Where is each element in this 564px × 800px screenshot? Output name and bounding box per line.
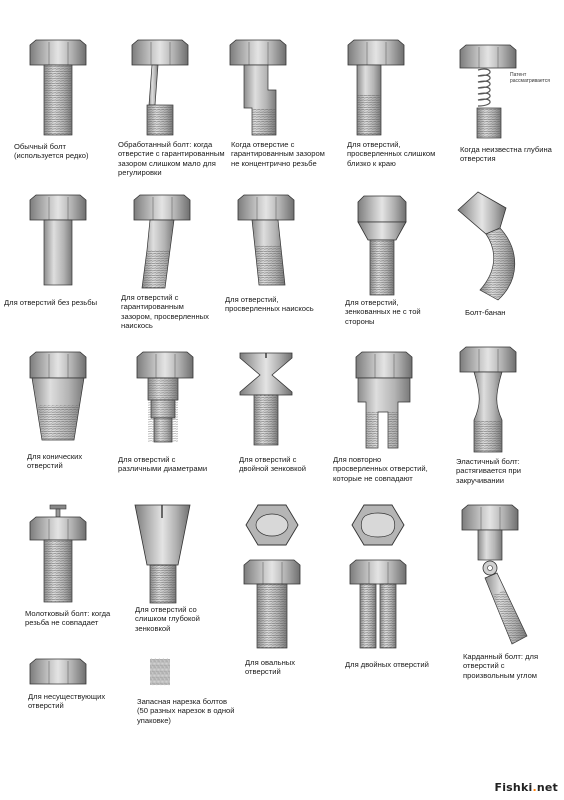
caption-spare-thread: Запасная нарезка болтов (50 разных нарез… [137,697,235,725]
caption-slanted: Для отверстий, просверленных наискось [225,295,314,314]
bolt-hammer [29,504,87,603]
bolt-no-thread [29,194,87,286]
bolt-diff-diam [136,351,194,443]
caption-oval: Для овальных отверстий [245,658,296,677]
watermark: Fishki.net [495,781,559,794]
caption-diff-diam: Для отверстий с различными диаметрами [118,455,208,474]
bolt-head-only [29,658,87,685]
watermark-dot: . [532,781,537,794]
caption-cardan: Карданный болт: для отверстий с произвол… [463,652,539,680]
caption-double: Для двойных отверстий [345,660,429,669]
caption-near-edge: Для отверстий, просверленных слишком бли… [347,140,436,168]
caption-unknown-depth: Когда неизвестна глубина отверстия [460,145,552,164]
caption-offset: Когда отверстие с гарантированным зазоро… [231,140,325,168]
caption-elastic: Эластичный болт: растягивается при закру… [456,457,521,485]
bolt-plain [29,39,87,136]
caption-patent-note: Патент рассматривается [510,72,550,84]
caption-nonexistent: Для несуществующих отверстий [28,692,106,711]
bolt-banana [457,191,516,301]
bolt-cardan [461,504,528,645]
bolt-misaligned [355,351,413,449]
caption-countersunk-wrong: Для отверстий, зенкованных не с той стор… [345,298,421,326]
bolt-spring [459,44,517,139]
bolt-deep-countersink [134,504,191,604]
caption-hammer: Молотковый болт: когда резьба не совпада… [25,609,111,628]
caption-deep-countersink: Для отверстий со слишком глубокой зенков… [135,605,200,633]
caption-banana: Болт-банан [465,308,506,317]
watermark-name: Fishki [494,781,533,794]
bolt-near-edge [347,39,405,136]
bolt-offset [229,39,287,136]
caption-no-thread: Для отверстий без резьбы [4,298,98,307]
caption-tapered: Для конических отверстий [27,452,83,471]
bolt-double-countersink [239,352,293,446]
watermark-tld: net [536,781,558,794]
caption-misaligned: Для повторно просверленных отверстий, ко… [333,455,428,483]
caption-clearance-slant: Для отверстий с гарантированным зазором,… [121,293,209,331]
caption-plain: Обычный болт (используется редко) [14,142,89,161]
bolt-clearance-slant [133,194,191,289]
bolt-machined [131,39,189,136]
bolt-countersunk-wrong [357,195,407,296]
bolt-elastic [459,346,517,453]
caption-machined: Обработанный болт: когда отверстие с гар… [118,140,225,178]
bolt-oval [243,504,301,649]
bolt-tapered [29,351,87,441]
bolt-slanted [237,194,295,286]
bolt-double [349,504,407,649]
caption-double-countersink: Для отверстий с двойной зенковкой [239,455,306,474]
spare-thread-patch [150,658,170,686]
